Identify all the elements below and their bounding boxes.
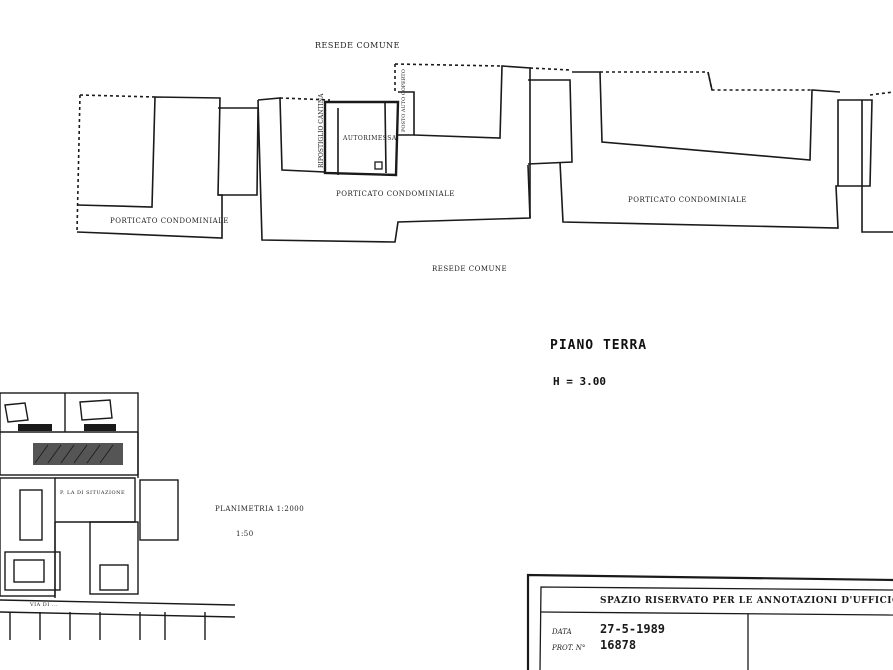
floor-title: PIANO TERRA <box>550 338 648 353</box>
garage-label: AUTORIMESSA <box>343 135 397 142</box>
floor-height: H = 3.00 <box>553 375 606 388</box>
covered-parking-label: POSTO AUTO COPERTO <box>401 69 407 132</box>
storage-room-label: RIPOSTIGLIO CANTINA <box>318 93 325 168</box>
portico-right-label: PORTICATO CONDOMINIALE <box>628 196 747 204</box>
common-yard-label-top: RESEDE COMUNE <box>315 41 400 50</box>
portico-center-label: PORTICATO CONDOMINIALE <box>336 190 455 198</box>
date-field-label: DATA <box>552 628 572 636</box>
site-plan-title: PLANIMETRIA 1:2000 <box>215 505 305 513</box>
site-detail-label: P. LA DI SITUAZIONE <box>60 490 126 496</box>
road-name-label: VIA DI ... <box>30 602 59 608</box>
protocol-field-label: PROT. N° <box>552 644 586 652</box>
site-plan-scale: 1:50 <box>236 530 254 538</box>
portico-left-label: PORTICATO CONDOMINIALE <box>110 217 229 225</box>
office-box-heading: SPAZIO RISERVATO PER LE ANNOTAZIONI D'UF… <box>600 596 893 606</box>
common-yard-label-bottom: RESEDE COMUNE <box>432 265 508 273</box>
date-value: 27-5-1989 <box>600 622 666 636</box>
protocol-value: 16878 <box>600 638 637 652</box>
